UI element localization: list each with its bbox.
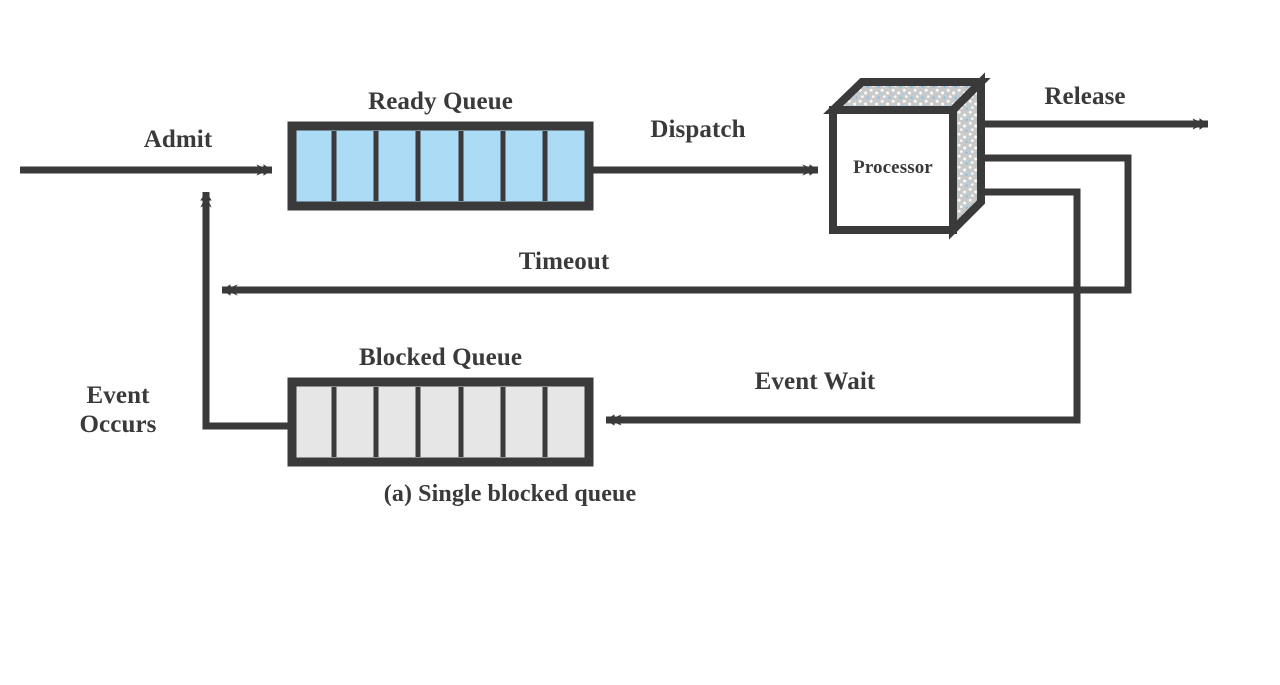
edge-timeout-line xyxy=(222,154,1132,296)
edge-label-event-occurs: Event Occurs xyxy=(38,382,198,439)
edge-label-event-occurs-line1: Event xyxy=(86,382,150,409)
edge-label-dispatch: Dispatch xyxy=(650,116,746,143)
ready-queue-label: Ready Queue xyxy=(368,88,513,115)
blocked-queue-label: Blocked Queue xyxy=(358,344,523,371)
edge-label-event-occurs-line2: Occurs xyxy=(79,410,157,438)
edge-event-wait-line xyxy=(606,188,1081,426)
processor-block xyxy=(823,72,991,240)
edge-event-occurs-line xyxy=(200,192,292,430)
processor-label: Processor xyxy=(853,157,933,178)
ready-queue-box xyxy=(287,121,594,211)
edge-label-event-wait: Event Wait xyxy=(754,368,876,395)
edge-label-admit: Admit xyxy=(143,126,213,153)
edge-label-release: Release xyxy=(1044,83,1126,110)
figure-caption: (a) Single blocked queue xyxy=(383,481,637,507)
blocked-queue-box xyxy=(287,377,594,467)
edge-label-timeout: Timeout xyxy=(518,248,610,275)
